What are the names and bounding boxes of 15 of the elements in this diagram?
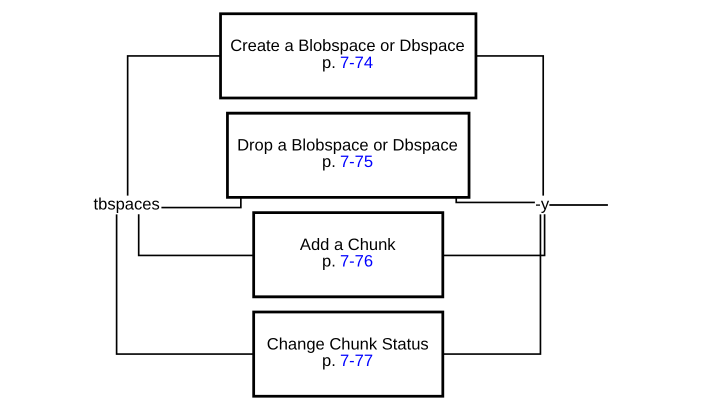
connector bbox=[126, 55, 220, 196]
connector bbox=[138, 214, 254, 256]
connector bbox=[116, 214, 254, 355]
connector bbox=[443, 214, 542, 355]
node-box: Drop a Blobspace or Dbspace p. 7-75 bbox=[226, 112, 470, 199]
connector bbox=[161, 197, 242, 208]
node-text: -y bbox=[535, 194, 550, 214]
connector bbox=[455, 197, 535, 204]
connector bbox=[442, 214, 546, 256]
node-box: Change Chunk Status p. 7-77 bbox=[252, 310, 444, 398]
node-text: tbspaces bbox=[94, 194, 160, 214]
node-box: Add a Chunk p. 7-76 bbox=[252, 211, 444, 298]
connector bbox=[549, 204, 608, 206]
connector bbox=[476, 55, 544, 196]
node-box: Create a Blobspace or Dbspace p. 7-74 bbox=[219, 12, 478, 100]
